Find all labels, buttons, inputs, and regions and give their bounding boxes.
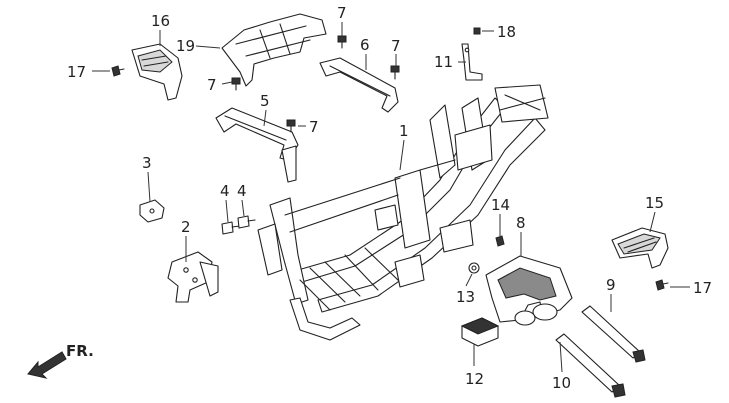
bolt-part-4-a xyxy=(221,221,241,235)
bracket-part-6 xyxy=(319,57,399,113)
callout-17-right: 17 xyxy=(693,279,712,297)
bracket-part-3 xyxy=(139,199,165,223)
callout-19: 19 xyxy=(176,37,195,55)
callout-6: 6 xyxy=(360,36,370,54)
callout-15: 15 xyxy=(645,194,664,212)
bracket-part-5 xyxy=(215,107,299,183)
callout-7-d: 7 xyxy=(309,118,319,136)
callout-14: 14 xyxy=(491,196,510,214)
nut-part-13 xyxy=(468,262,480,274)
bracket-part-11 xyxy=(461,43,483,81)
footrest-part-16 xyxy=(131,43,183,101)
bolt-part-7-d xyxy=(286,119,296,133)
callout-12: 12 xyxy=(465,370,484,388)
callout-1: 1 xyxy=(399,122,409,140)
front-arrow-icon xyxy=(27,351,67,379)
callout-4-a: 4 xyxy=(220,182,230,200)
bolt-part-7-c xyxy=(231,77,241,91)
callout-10: 10 xyxy=(552,374,571,392)
bolt-part-4-b xyxy=(237,215,256,229)
callout-18: 18 xyxy=(497,23,516,41)
callout-7-b: 7 xyxy=(391,37,401,55)
footrest-part-15 xyxy=(611,227,669,269)
bolt-part-18 xyxy=(473,27,481,35)
bolt-part-17-left xyxy=(111,65,125,77)
wire-bracket-part-19 xyxy=(221,13,327,87)
callout-5: 5 xyxy=(260,92,270,110)
nut-part-14 xyxy=(495,235,505,247)
callout-4-b: 4 xyxy=(237,182,247,200)
main-frame xyxy=(257,84,549,341)
callout-9: 9 xyxy=(606,276,616,294)
callout-8: 8 xyxy=(516,214,526,232)
front-direction-indicator: FR. xyxy=(27,342,94,379)
bolt-part-7-b xyxy=(390,65,400,80)
bolt-part-7-a xyxy=(337,35,347,49)
callout-7-a: 7 xyxy=(337,4,347,22)
bolt-part-17-right xyxy=(655,279,669,291)
leader-lines xyxy=(92,22,690,373)
front-direction-label: FR. xyxy=(66,342,94,360)
callout-labels: 1 2 3 4 4 5 6 7 7 7 7 8 9 10 11 12 13 14… xyxy=(67,4,712,392)
cover-part-8 xyxy=(485,255,573,326)
callout-16: 16 xyxy=(151,12,170,30)
callout-3: 3 xyxy=(142,154,152,172)
callout-11: 11 xyxy=(434,53,453,71)
callout-13: 13 xyxy=(456,288,475,306)
block-part-12 xyxy=(460,317,500,347)
callout-17-left: 17 xyxy=(67,63,86,81)
bracket-part-2 xyxy=(167,251,219,303)
long-bolt-part-9 xyxy=(581,305,646,363)
callout-7-c: 7 xyxy=(207,76,217,94)
long-bolt-part-10 xyxy=(555,333,626,398)
callout-2: 2 xyxy=(181,218,191,236)
